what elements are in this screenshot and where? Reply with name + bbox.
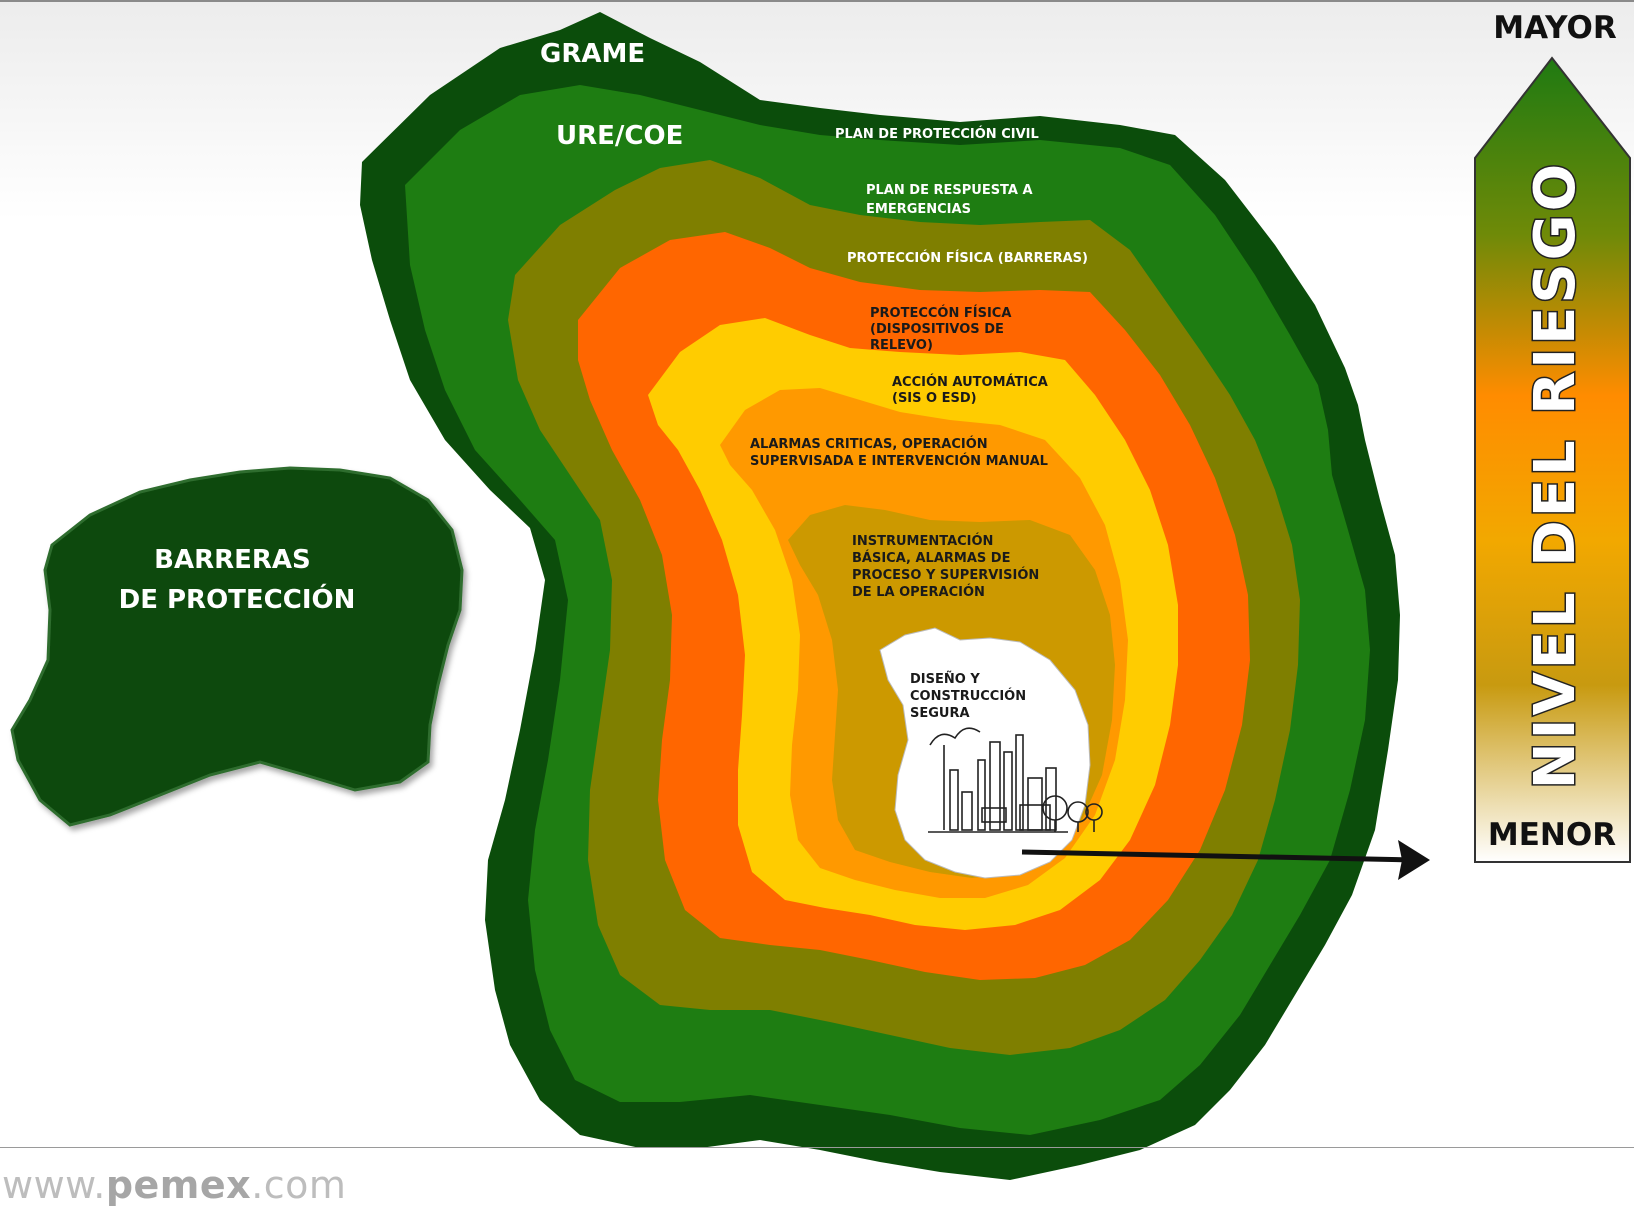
risk-scale-bottom-label: MENOR <box>1488 817 1616 853</box>
label-instrumentacion: INSTRUMENTACIÓN BÁSICA, ALARMAS DE PROCE… <box>852 533 1044 600</box>
label-ure-coe: URE/COE <box>556 121 683 151</box>
label-diseno-construccion: DISEÑO Y CONSTRUCCIÓN SEGURA <box>910 671 1031 721</box>
refinery-icon <box>928 727 1103 833</box>
footer-url[interactable]: www.pemex.com <box>2 1163 346 1207</box>
risk-scale-arrow <box>1474 56 1631 863</box>
label-plan-proteccion-civil: PLAN DE PROTECCIÓN CIVIL <box>835 126 1039 142</box>
risk-scale-top-label: MAYOR <box>1493 10 1617 46</box>
label-alarmas-criticas: ALARMAS CRITICAS, OPERACIÓN SUPERVISADA … <box>750 436 1048 469</box>
risk-scale-title: NIVEL DEL RIESGO <box>1523 161 1588 790</box>
label-grame: GRAME <box>540 39 645 69</box>
footer-url-brand: pemex <box>105 1163 252 1207</box>
label-plan-respuesta: PLAN DE RESPUESTA A EMERGENCIAS <box>866 183 1037 217</box>
footer-url-prefix: www. <box>2 1163 106 1207</box>
label-proteccion-fisica-barreras: PROTECCIÓN FÍSICA (BARRERAS) <box>847 250 1088 266</box>
label-barreras-proteccion: BARRERAS DE PROTECCIÓN <box>119 545 356 615</box>
core-to-scale-arrow <box>1021 840 1430 880</box>
label-proteccion-fisica-dispositivos: PROTECCÓN FÍSICA (DISPOSITIVOS DE RELEVO… <box>870 305 1016 353</box>
footer-divider <box>0 1147 1634 1148</box>
footer-url-suffix: .com <box>251 1163 347 1207</box>
label-accion-automatica: ACCIÓN AUTOMÁTICA (SIS O ESD) <box>892 374 1052 406</box>
barreras-blob <box>10 466 464 827</box>
top-rule <box>0 0 1634 2</box>
